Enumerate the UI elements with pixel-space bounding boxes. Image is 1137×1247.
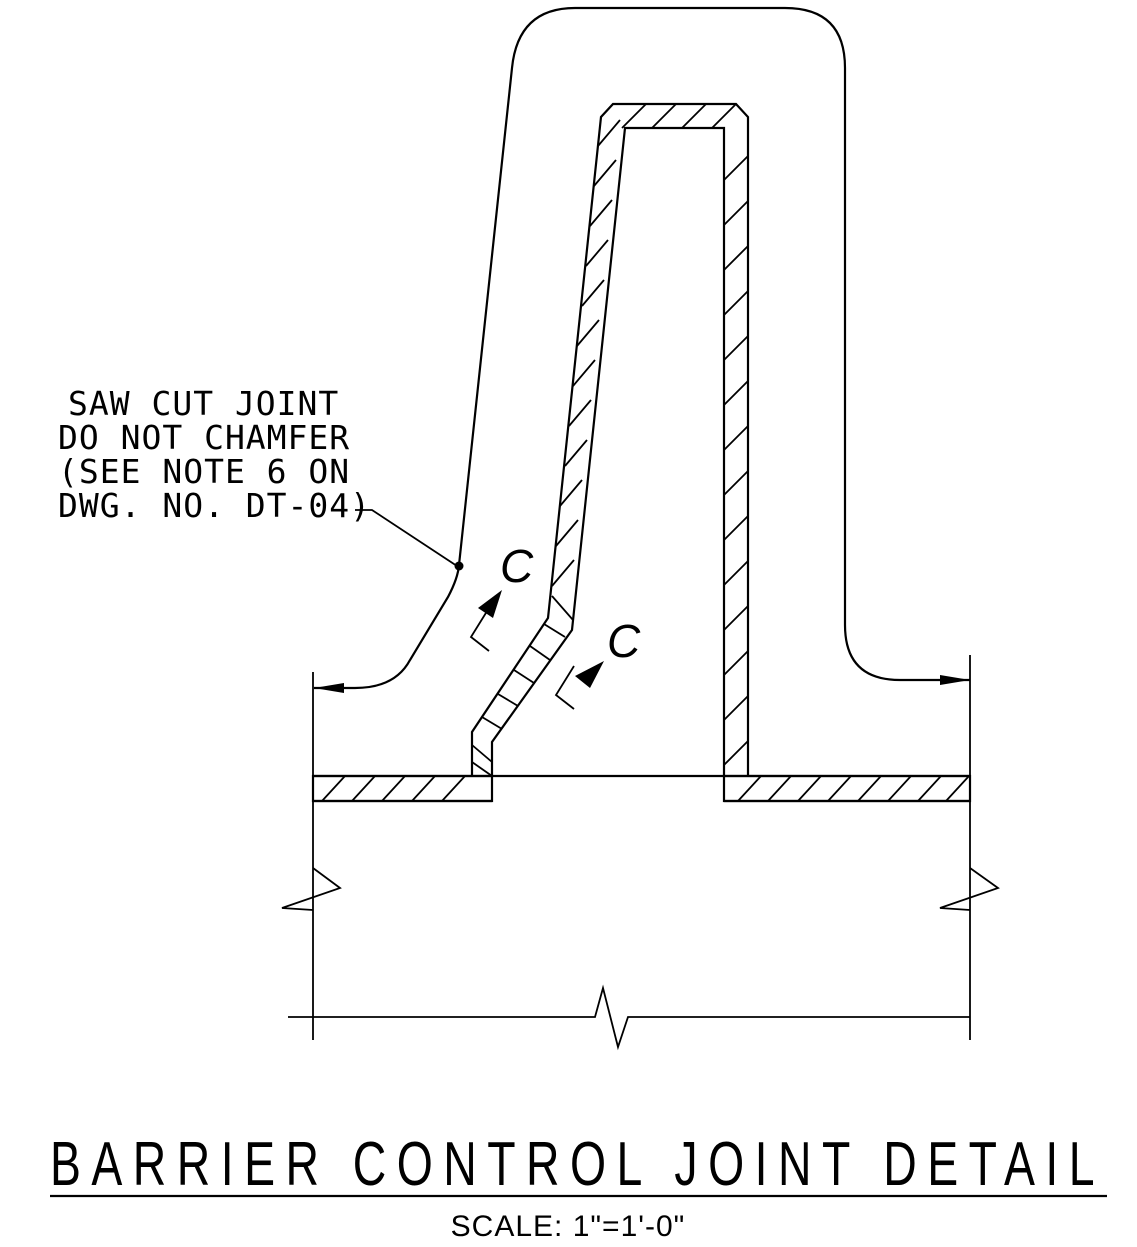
section-mark-lower: C (554, 615, 641, 710)
break-line-left (281, 867, 342, 911)
section-mark-lower-leg (554, 665, 575, 710)
joint-band-back-hatch (723, 155, 749, 766)
note-leader-line (355, 509, 458, 567)
saw-cut-note: SAW CUT JOINT DO NOT CHAMFER (SEE NOTE 6… (58, 384, 371, 525)
section-mark-upper-leg (469, 607, 490, 652)
barrier-outline (314, 6, 970, 690)
left-deck-hatch (321, 775, 466, 802)
joint-band-inner (490, 126, 726, 776)
section-arrow-lower-icon (575, 661, 604, 688)
scale-label: SCALE: 1"=1'-0" (451, 1210, 686, 1243)
joint-band-slope-hatch (551, 119, 621, 587)
joint-band-lower-hatch (471, 595, 574, 777)
right-deck-hatch (737, 775, 970, 802)
note-line-4: DWG. NO. DT-04) (58, 486, 371, 525)
right-deck-strip (722, 774, 972, 803)
note-line-2: DO NOT CHAMFER (58, 418, 350, 457)
dimension-arrow-left (314, 683, 344, 693)
left-deck-strip (311, 774, 494, 803)
leader-dot (454, 561, 464, 571)
note-line-3: (SEE NOTE 6 ON (58, 452, 350, 491)
section-mark-upper-label: C (500, 540, 534, 592)
dimension-arrow-right (940, 675, 970, 685)
section-mark-lower-label: C (607, 615, 641, 667)
joint-band-outer (470, 102, 750, 776)
note-line-1: SAW CUT JOINT (68, 384, 339, 423)
break-line-bottom (288, 984, 970, 1051)
joint-band-top-hatch (621, 103, 737, 129)
section-arrow-upper-icon (478, 590, 502, 618)
section-mark-upper: C (469, 540, 534, 652)
drawing-title: BARRIER CONTROL JOINT DETAIL (50, 1130, 1105, 1199)
break-line-right (939, 867, 1000, 911)
